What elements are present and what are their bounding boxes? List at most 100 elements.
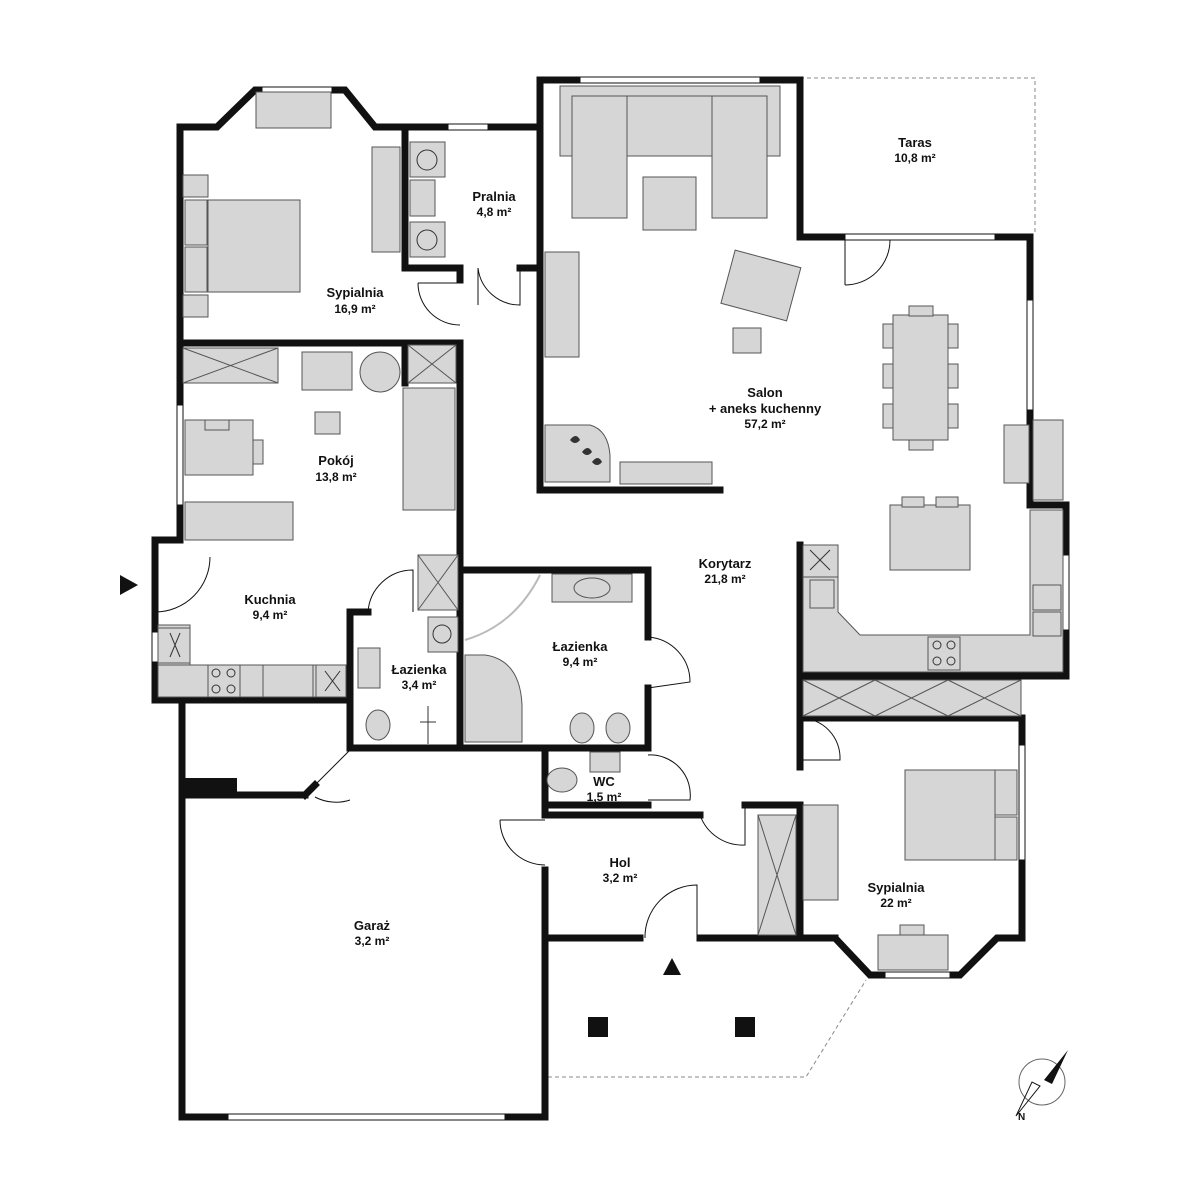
- room-name-sypialnia-2: Sypialnia: [867, 880, 925, 895]
- window-icon: [844, 233, 996, 241]
- window-icon: [884, 971, 951, 979]
- patio-post: [588, 1017, 608, 1037]
- dining-table: [892, 314, 949, 441]
- wardrobe: [371, 146, 401, 253]
- room-name-salon-line2: + aneks kuchenny: [709, 401, 822, 416]
- room-labels: Sypialnia 16,9 m² Pralnia 4,8 m² Salon +…: [244, 135, 935, 948]
- chair: [882, 323, 894, 349]
- door-swing-icon: [499, 819, 546, 866]
- room-name-salon: Salon: [747, 385, 782, 400]
- garage-left-wall: [178, 696, 232, 1121]
- room-area-sypialnia-2: 22 m²: [880, 896, 911, 910]
- entrance-arrow-icon: [120, 575, 138, 595]
- laundry-inner-wall: [401, 123, 464, 272]
- chair: [899, 924, 925, 936]
- washing-machine-icon: [427, 616, 459, 653]
- armchair: [301, 351, 353, 391]
- room-area-taras: 10,8 m²: [894, 151, 935, 165]
- sink-icon: [589, 751, 621, 773]
- chair: [204, 419, 230, 431]
- window-icon: [1062, 554, 1070, 631]
- bar-stool: [901, 496, 925, 508]
- stove-icon: [207, 664, 241, 698]
- door-swing-icon: [647, 636, 691, 689]
- bidet: [605, 712, 631, 744]
- pillow: [184, 246, 208, 293]
- patio-post: [735, 1017, 755, 1037]
- room-area-kuchnia: 9,4 m²: [253, 608, 288, 622]
- room-area-wc: 1,5 m²: [587, 790, 622, 804]
- bar-stool: [935, 496, 959, 508]
- window-icon: [579, 76, 761, 84]
- toilet-icon: [569, 712, 595, 744]
- bathtub-icon: [464, 654, 523, 743]
- walls: [151, 76, 1070, 1121]
- sink-icon: [357, 647, 381, 689]
- toilet-icon: [546, 767, 578, 793]
- room-area-pokoj: 13,8 m²: [315, 470, 356, 484]
- door-swing-icon: [314, 749, 351, 803]
- main-entrance-arrow-icon: [663, 958, 681, 975]
- door-swing-icon: [799, 717, 841, 761]
- room-name-pralnia: Pralnia: [472, 189, 516, 204]
- sink-icon: [262, 664, 314, 698]
- bed: [904, 769, 996, 861]
- salon-top-wall: [536, 76, 1034, 509]
- chair: [908, 305, 934, 317]
- window-icon: [1018, 744, 1026, 861]
- room-name-garaz: Garaż: [354, 918, 391, 933]
- room-name-lazienka-1: Łazienka: [392, 662, 448, 677]
- wardrobe: [802, 804, 839, 901]
- door-swing-icon: [699, 805, 746, 846]
- dryer-icon: [409, 221, 446, 258]
- chair: [947, 323, 959, 349]
- room-area-lazienka-1: 3,4 m²: [402, 678, 437, 692]
- round-table: [359, 351, 401, 393]
- chair: [908, 439, 934, 451]
- compass-icon: N: [1015, 1050, 1068, 1123]
- garage-inner-diag: [300, 780, 320, 800]
- room-name-taras: Taras: [898, 135, 932, 150]
- room-name-lazienka-2: Łazienka: [553, 639, 609, 654]
- door-swing-icon: [367, 569, 414, 613]
- patio-outline: [548, 979, 867, 1078]
- chair: [252, 439, 264, 465]
- tv-stand: [184, 501, 294, 541]
- room-name-wc: WC: [593, 774, 615, 789]
- room-area-pralnia: 4,8 m²: [477, 205, 512, 219]
- room-area-lazienka-2: 9,4 m²: [563, 655, 598, 669]
- stool: [314, 411, 341, 435]
- door-swing-icon: [154, 555, 211, 613]
- pillow: [184, 199, 208, 246]
- sink-icon: [573, 577, 611, 599]
- garage-wall-block: [182, 778, 237, 798]
- door-swing-icon: [417, 282, 461, 326]
- room-area-hol: 3,2 m²: [603, 871, 638, 885]
- tv-cabinet: [544, 251, 580, 358]
- sideboard: [1003, 424, 1030, 484]
- door-swing-icon: [647, 754, 691, 801]
- dashed-outlines: [548, 77, 1036, 1078]
- chair: [882, 363, 894, 389]
- doors: [154, 239, 891, 939]
- sofa-seat: [571, 95, 628, 219]
- room-name-korytarz: Korytarz: [699, 556, 752, 571]
- window-icon: [151, 631, 159, 663]
- coffee-table: [642, 176, 697, 231]
- sink-icon: [809, 579, 835, 609]
- room-name-hol: Hol: [610, 855, 631, 870]
- washing-machine-icon: [409, 141, 446, 178]
- window-icon: [1026, 299, 1034, 411]
- pokoj-left-wall: [176, 339, 464, 574]
- sink-icon: [409, 179, 436, 217]
- fridge-icon: [315, 664, 347, 698]
- room-name-kuchnia: Kuchnia: [244, 592, 296, 607]
- room-name-pokoj: Pokój: [318, 453, 353, 468]
- sofa-seat: [711, 95, 768, 219]
- door-swing-icon: [477, 267, 521, 306]
- room-area-sypialnia-1: 16,9 m²: [334, 302, 375, 316]
- desk: [877, 934, 949, 971]
- door-swing-icon: [844, 239, 891, 286]
- door-swing-icon: [644, 884, 698, 939]
